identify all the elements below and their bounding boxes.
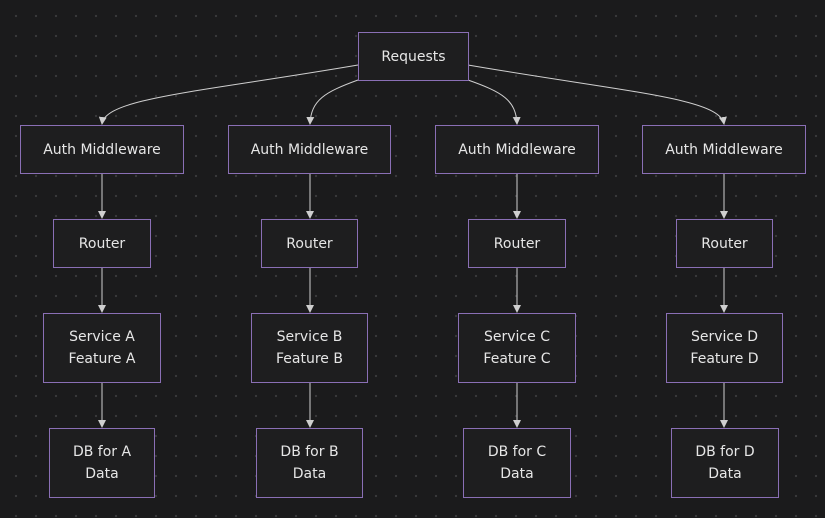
- requests-label: Requests: [381, 48, 446, 65]
- edge-requests-auth-c: [467, 79, 521, 125]
- router-node-c[interactable]: Router: [468, 219, 566, 268]
- db-label: DB for C: [487, 444, 547, 460]
- router-node-b[interactable]: Router: [261, 219, 358, 268]
- db-node-b[interactable]: DB for B Data: [256, 428, 363, 498]
- router-node-d[interactable]: Router: [676, 219, 773, 268]
- feature-label: Feature A: [68, 351, 136, 367]
- data-label: Data: [292, 466, 327, 482]
- db-node-a[interactable]: DB for A Data: [49, 428, 155, 498]
- router-label: Router: [493, 235, 541, 252]
- db-label: DB for B: [280, 444, 339, 460]
- feature-label: Feature D: [690, 351, 759, 367]
- auth-middleware-node-d[interactable]: Auth Middleware: [642, 125, 806, 174]
- requests-node[interactable]: Requests: [358, 32, 469, 81]
- db-node-c[interactable]: DB for C Data: [463, 428, 571, 498]
- router-node-a[interactable]: Router: [53, 219, 151, 268]
- service-label: Service D: [691, 329, 758, 345]
- service-label: Service C: [484, 329, 550, 345]
- service-node-c[interactable]: Service C Feature C: [458, 313, 576, 383]
- auth-middleware-node-c[interactable]: Auth Middleware: [435, 125, 599, 174]
- auth-middleware-label: Auth Middleware: [250, 141, 369, 158]
- service-node-a[interactable]: Service A Feature A: [43, 313, 161, 383]
- service-node-b[interactable]: Service B Feature B: [251, 313, 368, 383]
- auth-middleware-node-b[interactable]: Auth Middleware: [228, 125, 391, 174]
- data-label: Data: [85, 466, 119, 482]
- router-label: Router: [286, 235, 333, 252]
- auth-middleware-label: Auth Middleware: [665, 141, 783, 158]
- auth-middleware-label: Auth Middleware: [43, 141, 161, 158]
- db-node-d[interactable]: DB for D Data: [671, 428, 779, 498]
- edge-requests-auth-d: [467, 64, 727, 125]
- edge-requests-auth-a: [98, 64, 359, 125]
- data-label: Data: [708, 466, 742, 482]
- service-label: Service B: [276, 329, 343, 345]
- feature-label: Feature B: [276, 351, 343, 367]
- auth-middleware-label: Auth Middleware: [458, 141, 576, 158]
- db-label: DB for A: [72, 444, 132, 460]
- auth-middleware-node-a[interactable]: Auth Middleware: [20, 125, 184, 174]
- db-label: DB for D: [695, 444, 755, 460]
- service-label: Service A: [69, 329, 135, 345]
- feature-label: Feature C: [483, 351, 551, 367]
- router-label: Router: [701, 235, 748, 252]
- data-label: Data: [500, 466, 534, 482]
- router-label: Router: [78, 235, 126, 252]
- edge-requests-auth-b: [306, 79, 359, 125]
- service-node-d[interactable]: Service D Feature D: [666, 313, 783, 383]
